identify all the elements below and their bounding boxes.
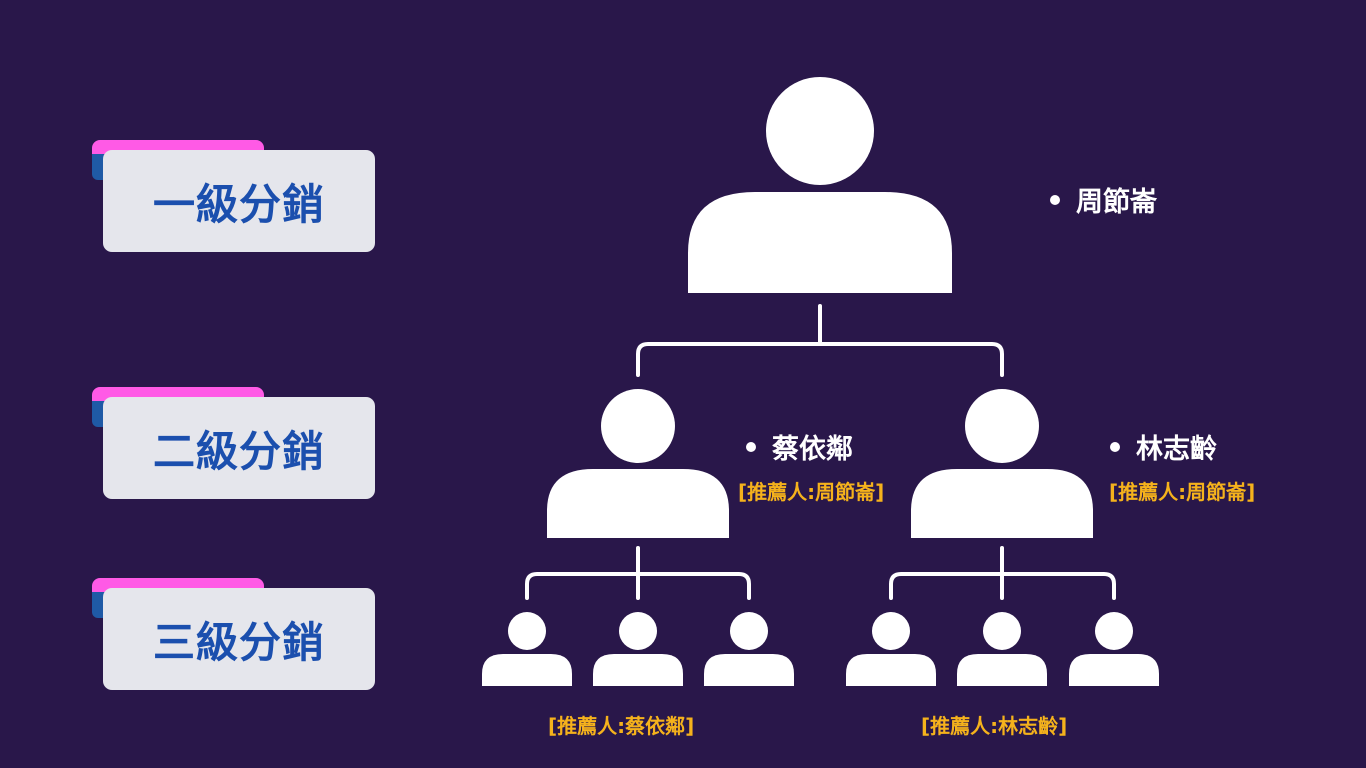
tier2-name-2: 林志齡 [1110, 427, 1217, 466]
level-label-2: 二級分銷 [103, 397, 375, 499]
person-icon [593, 612, 683, 686]
level-label-3: 三級分銷 [103, 588, 375, 690]
bullet-dot [1050, 194, 1060, 205]
tier2-name-text: 蔡依鄰 [772, 434, 853, 465]
tier3-referrer-1: [推薦人:蔡依鄰] [548, 714, 695, 738]
level-tag-2: 二級分銷 [92, 387, 375, 499]
connector-bracket [636, 342, 1004, 377]
person-icon [957, 612, 1047, 686]
person-icon [1069, 612, 1159, 686]
person-icon [704, 612, 794, 686]
tier1-name-text: 周節崙 [1076, 187, 1157, 218]
connector-lines [525, 304, 1116, 600]
tier1-name: 周節崙 [1050, 180, 1157, 219]
tier2-referrer-2: [推薦人:周節崙] [1109, 480, 1256, 504]
tier2-name-1: 蔡依鄰 [746, 427, 853, 466]
tier3-referrer-2: [推薦人:林志齡] [921, 714, 1068, 738]
tier2-referrer-1: [推薦人:周節崙] [738, 480, 885, 504]
level-tag-1: 一級分銷 [92, 140, 375, 252]
person-icon [846, 612, 936, 686]
person-icon [482, 612, 572, 686]
person-icon [688, 77, 952, 293]
person-icon [911, 389, 1093, 538]
connector-bracket [525, 572, 751, 600]
person-icon [547, 389, 729, 538]
bullet-dot [746, 441, 756, 452]
level-tag-3: 三級分銷 [92, 578, 375, 690]
connector-bracket [889, 572, 1116, 600]
tier2-name-text: 林志齡 [1136, 434, 1217, 465]
bullet-dot [1110, 441, 1120, 452]
level-label-1: 一級分銷 [103, 150, 375, 252]
